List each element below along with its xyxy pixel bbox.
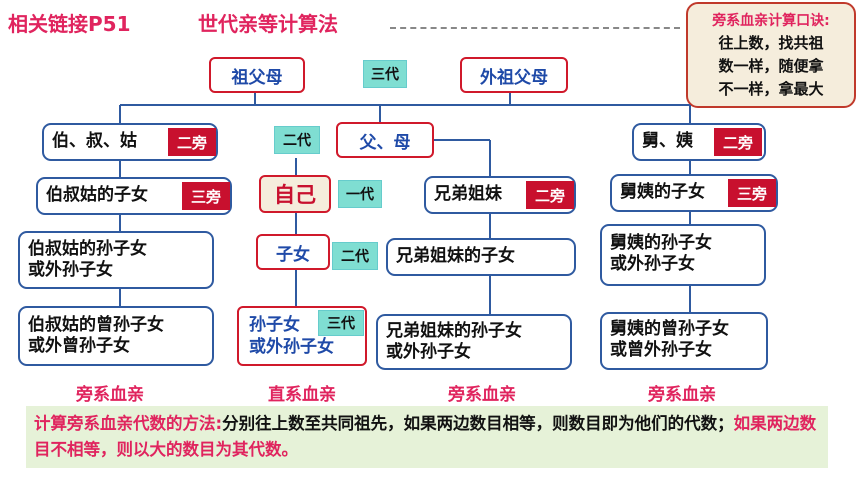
mnemonic-title: 旁系血亲计算口诀: — [712, 13, 830, 29]
method-lead: 计算旁系血亲代数的方法: — [34, 414, 223, 433]
degree-badge-3: 三旁 — [728, 179, 776, 207]
self-node: 自己 — [259, 175, 331, 213]
node-label: 或外曾孙子女 — [28, 336, 130, 357]
parents-node: 父、母 — [336, 122, 434, 158]
maternal-grandchildren-node: 舅姨的孙子女 或外孙子女 — [600, 224, 766, 286]
degree-badge-2: 二旁 — [526, 181, 574, 209]
node-label: 或曾外孙子女 — [610, 340, 712, 361]
node-label: 伯、叔、姑 — [52, 131, 137, 152]
method-box: 计算旁系血亲代数的方法:分别往上数至共同祖先，如果两边数目相等，则数目即为他们的… — [26, 406, 828, 468]
uncles-aunts-great-grandchildren-node: 伯叔姑的曾孙子女 或外曾孙子女 — [18, 306, 214, 366]
page-title: 世代亲等计算法 — [198, 12, 338, 36]
method-emphasis: 如果两边数目不相等，则以大的数目为其代数。 — [34, 414, 817, 459]
generation-badge-3: 三代 — [318, 310, 364, 336]
mnemonic-line: 不一样，拿最大 — [718, 80, 824, 98]
mnemonic-box: 旁系血亲计算口诀: 往上数，找共祖 数一样，随便拿 不一样，拿最大 — [686, 2, 856, 108]
node-label: 伯叔姑的孙子女 — [28, 239, 147, 259]
degree-badge-2: 二旁 — [714, 128, 762, 156]
mnemonic-line: 数一样，随便拿 — [718, 57, 824, 75]
generation-badge-1: 一代 — [338, 180, 382, 208]
collateral-label: 旁系血亲 — [648, 385, 716, 405]
maternal-grandparents-node: 外祖父母 — [460, 57, 568, 93]
collateral-label: 旁系血亲 — [76, 385, 144, 405]
node-label: 伯叔姑的曾孙子女 — [28, 315, 164, 335]
uncles-aunts-grandchildren-node: 伯叔姑的孙子女 或外孙子女 — [18, 231, 214, 289]
generation-badge-2: 二代 — [274, 126, 320, 154]
grandchild-node: 孙子女 或外孙子女 — [237, 306, 367, 366]
node-label: 兄弟姐妹的孙子女 — [386, 321, 522, 341]
node-label: 兄弟姐妹 — [434, 184, 502, 205]
generation-badge-3: 三代 — [363, 60, 407, 88]
generation-badge-2: 二代 — [332, 242, 378, 270]
mnemonic-line: 往上数，找共祖 — [718, 34, 824, 52]
node-label: 舅、姨 — [642, 131, 693, 152]
node-label: 伯叔姑的子女 — [46, 185, 148, 206]
degree-badge-2: 二旁 — [168, 128, 216, 156]
node-label: 舅姨的曾孙子女 — [610, 319, 729, 339]
degree-badge-3: 三旁 — [182, 182, 230, 210]
node-label: 或外孙子女 — [28, 260, 113, 281]
node-label: 舅姨的孙子女 — [610, 233, 712, 253]
link-label[interactable]: 相关链接P51 — [8, 12, 131, 36]
siblings-grandchildren-node: 兄弟姐妹的孙子女 或外孙子女 — [376, 314, 572, 370]
method-body: 分别往上数至共同祖先，如果两边数目相等，则数目即为他们的代数； — [222, 414, 734, 433]
collateral-label: 旁系血亲 — [448, 385, 516, 405]
node-label: 或外孙子女 — [249, 337, 334, 358]
node-label: 舅姨的子女 — [620, 182, 705, 203]
node-label: 兄弟姐妹的子女 — [396, 246, 515, 267]
siblings-children-node: 兄弟姐妹的子女 — [386, 238, 576, 276]
lineal-label: 直系血亲 — [268, 385, 336, 405]
grandparents-node: 祖父母 — [209, 57, 305, 93]
child-node: 子女 — [256, 234, 330, 270]
node-label: 或外孙子女 — [610, 254, 695, 275]
title-divider — [390, 27, 680, 29]
node-label: 孙子女 — [249, 315, 300, 335]
node-label: 或外孙子女 — [386, 342, 471, 363]
maternal-great-grandchildren-node: 舅姨的曾孙子女 或曾外孙子女 — [600, 312, 768, 370]
